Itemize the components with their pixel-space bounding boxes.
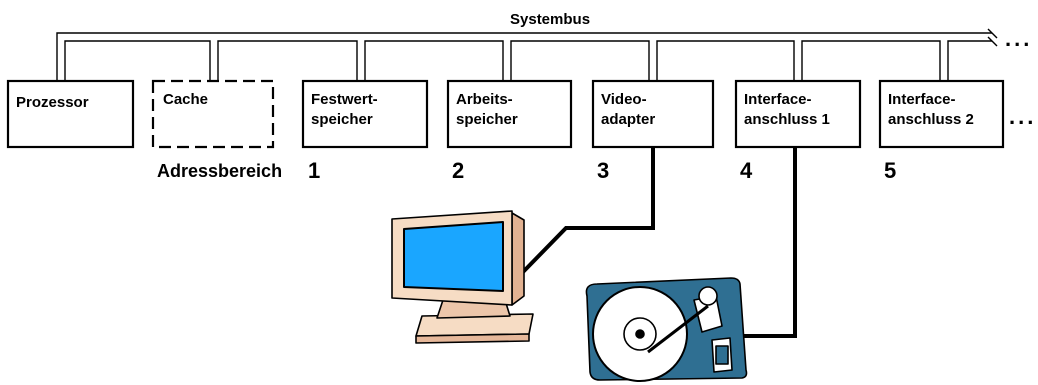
component-interface2: Interface- anschluss 2	[878, 79, 1005, 149]
arbeitsspeicher-label-line2: speicher	[456, 111, 518, 128]
prozessor-label: Prozessor	[16, 94, 89, 111]
video-cable	[521, 147, 655, 274]
system-bus	[56, 28, 998, 80]
festwertspeicher-label-line1: Festwert-	[311, 91, 378, 108]
component-cache: Cache	[151, 79, 275, 149]
disk-cable	[735, 147, 797, 338]
address-number-5: 5	[884, 158, 896, 183]
interface1-label-line2: anschluss 1	[744, 111, 830, 128]
interface2-label-line2: anschluss 2	[888, 111, 974, 128]
arbeitsspeicher-label-line1: Arbeits-	[456, 91, 513, 108]
videoadapter-label-line1: Video-	[601, 91, 647, 108]
components-continuation-ellipsis: ...	[1009, 104, 1036, 129]
festwertspeicher-label-line2: speicher	[311, 111, 373, 128]
component-prozessor: Prozessor	[6, 79, 135, 149]
bus-title: Systembus	[510, 11, 590, 28]
component-interface1: Interface- anschluss 1	[734, 79, 862, 149]
address-number-1: 1	[308, 158, 320, 183]
interface2-label-line1: Interface-	[888, 91, 956, 108]
cache-label: Cache	[163, 91, 208, 108]
component-arbeitsspeicher: Arbeits- speicher	[446, 79, 573, 149]
address-number-3: 3	[597, 158, 609, 183]
monitor-icon	[391, 210, 534, 344]
component-videoadapter: Video- adapter	[591, 79, 715, 149]
bus-continuation-ellipsis: ...	[1005, 26, 1032, 51]
address-number-2: 2	[452, 158, 464, 183]
interface1-label-line1: Interface-	[744, 91, 812, 108]
component-festwertspeicher: Festwert- speicher	[301, 79, 429, 149]
address-number-4: 4	[740, 158, 753, 183]
address-range-label: Adressbereich	[157, 161, 282, 181]
hard-disk-icon	[585, 277, 748, 382]
videoadapter-label-line2: adapter	[601, 111, 655, 128]
